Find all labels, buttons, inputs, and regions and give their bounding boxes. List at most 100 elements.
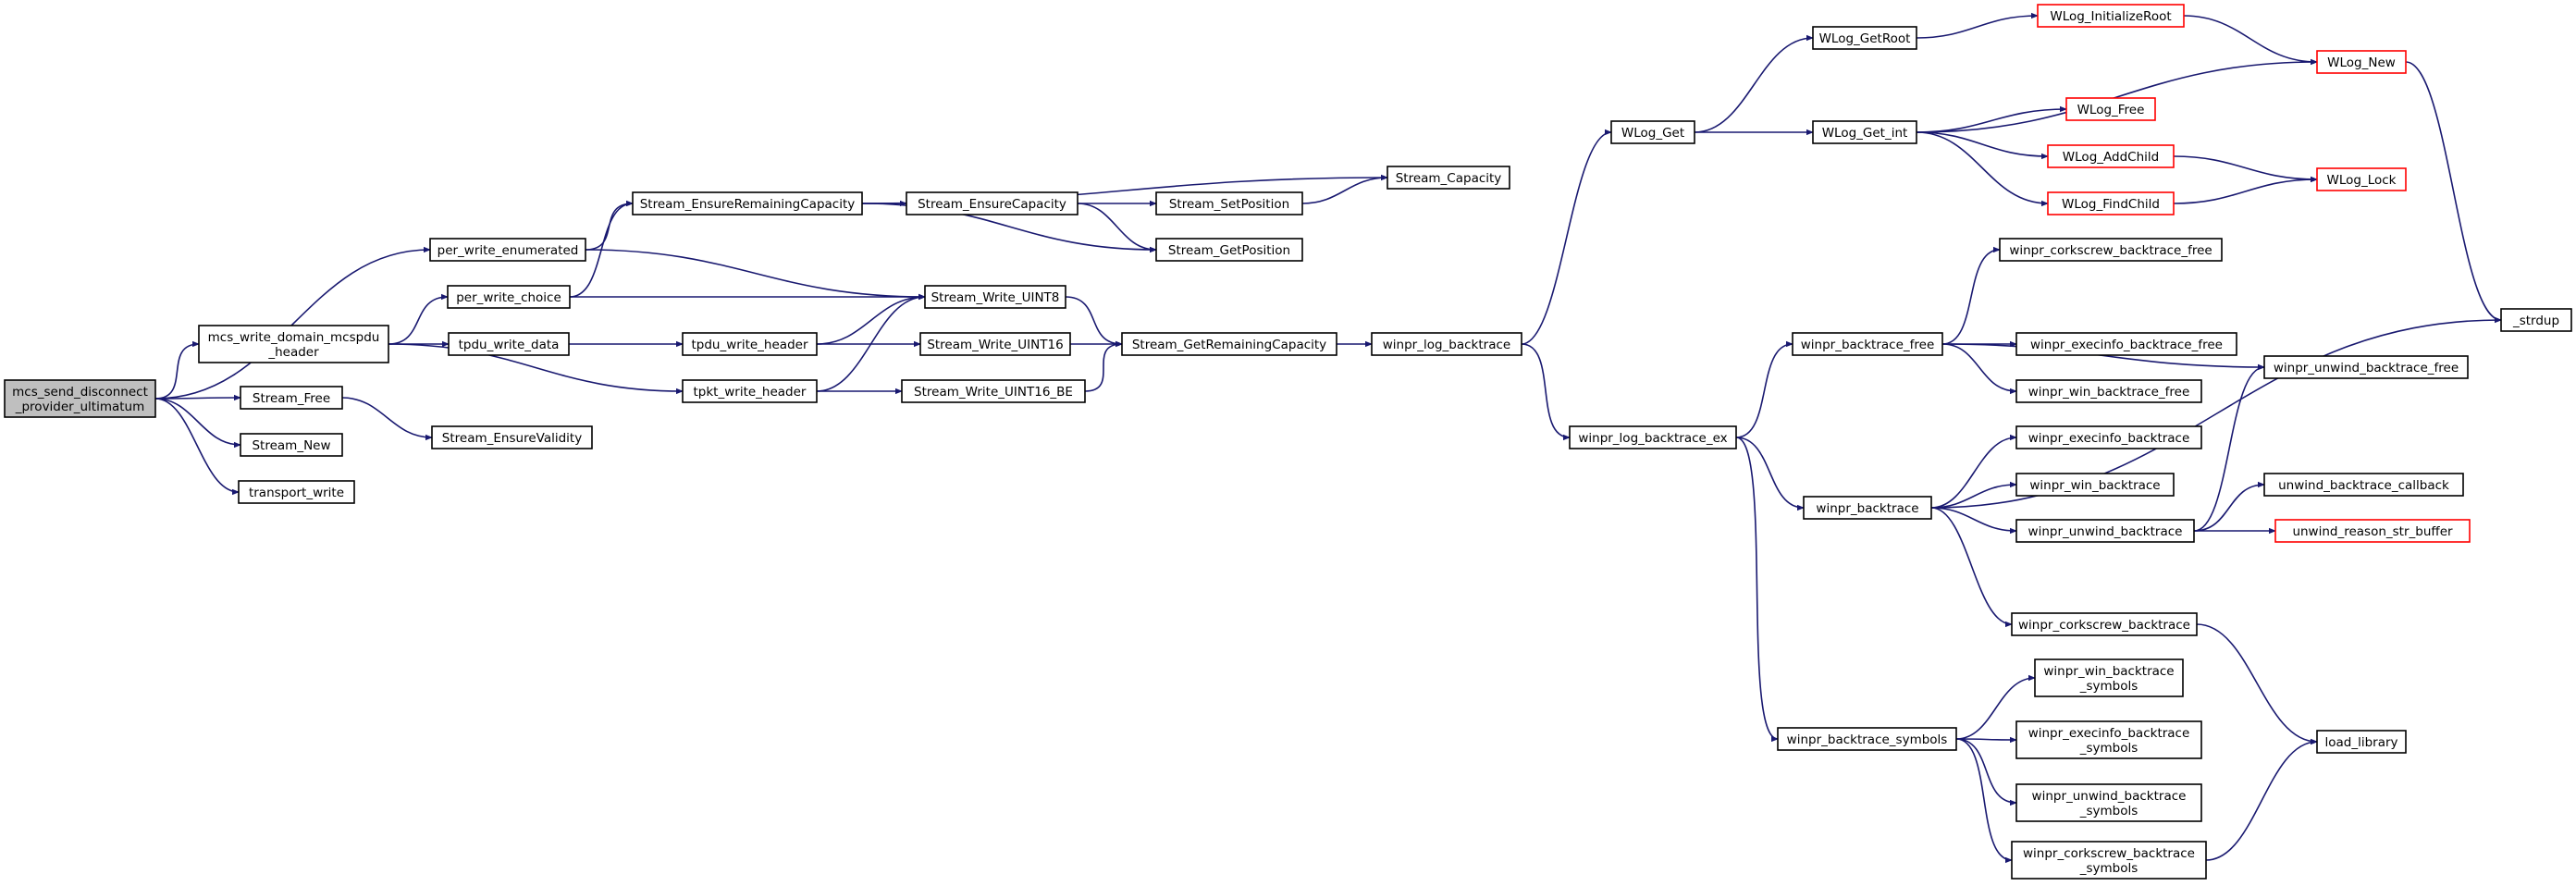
node-unwind-bt-free[interactable]: winpr_unwind_backtrace_free: [2263, 355, 2469, 379]
edge-winpr-backtrace-to-cork-bt: [1930, 507, 2013, 624]
node-wlog-free[interactable]: WLog_Free: [2065, 97, 2156, 121]
node-label: winpr_backtrace_free: [1801, 338, 1935, 352]
node-cork-bt[interactable]: winpr_corkscrew_backtrace: [2011, 612, 2198, 636]
node-box: [2034, 658, 2184, 697]
node-box: [632, 191, 863, 215]
node-label: winpr_execinfo_backtrace: [2028, 431, 2190, 446]
edge-winpr-log-backtrace-ex-to-winpr-backtrace-free: [1735, 344, 1793, 438]
node-winpr-backtrace[interactable]: winpr_backtrace: [1803, 496, 1932, 520]
edge-stream-set-position-to-stream-capacity: [1301, 178, 1387, 204]
edge-mcs-send-to-stream-free: [154, 398, 240, 399]
node-box: [1999, 238, 2223, 262]
node-tpdu-write-header[interactable]: tpdu_write_header: [682, 332, 818, 356]
edge-path: [1916, 109, 2066, 133]
edge-path: [1941, 343, 2016, 391]
node-label: winpr_win_backtrace_free: [2028, 385, 2190, 400]
node-wlog-initroot[interactable]: WLog_InitializeRoot: [2037, 4, 2185, 28]
node-box: [2011, 612, 2198, 636]
node-execinfo-bt[interactable]: winpr_execinfo_backtrace: [2015, 425, 2202, 449]
edge-path: [2183, 15, 2317, 62]
node-wlog-get-int[interactable]: WLog_Get_int: [1812, 120, 1917, 144]
node-tpdu-write-data[interactable]: tpdu_write_data: [448, 332, 570, 356]
edge-winpr-backtrace-symbols-to-execinfo-bt-sym: [1955, 739, 2016, 740]
node-wlog-addchild[interactable]: WLog_AddChild: [2047, 144, 2175, 168]
node-unwind-reason[interactable]: unwind_reason_str_buffer: [2274, 519, 2471, 543]
node-stream-capacity[interactable]: Stream_Capacity: [1387, 166, 1510, 190]
node-strdup[interactable]: _strdup: [2500, 308, 2572, 332]
node-mcs-write-domain[interactable]: mcs_write_domain_mcspdu_header: [198, 325, 389, 363]
node-stream-write-uint16-be[interactable]: Stream_Write_UINT16_BE: [901, 379, 1086, 403]
edge-path: [1930, 437, 2016, 509]
node-label: per_write_choice: [456, 290, 561, 305]
node-win-bt-free[interactable]: winpr_win_backtrace_free: [2015, 379, 2202, 403]
node-cork-bt-free[interactable]: winpr_corkscrew_backtrace_free: [1999, 238, 2223, 262]
node-box: [1121, 332, 1337, 356]
node-box: [1569, 425, 1737, 449]
node-win-bt[interactable]: winpr_win_backtrace: [2015, 473, 2175, 497]
node-stream-get-remaining[interactable]: Stream_GetRemainingCapacity: [1121, 332, 1337, 356]
node-unwind-bt[interactable]: winpr_unwind_backtrace: [2015, 519, 2195, 543]
node-box: [2015, 473, 2175, 497]
node-winpr-log-backtrace[interactable]: winpr_log_backtrace: [1371, 332, 1522, 356]
edge-unwind-bt-to-unwind-cb: [2193, 485, 2264, 532]
edge-path: [1930, 320, 2501, 509]
node-execinfo-bt-sym[interactable]: winpr_execinfo_backtrace_symbols: [2015, 720, 2202, 759]
edge-path: [154, 250, 430, 400]
node-box: [2316, 730, 2407, 754]
node-winpr-log-backtrace-ex[interactable]: winpr_log_backtrace_ex: [1569, 425, 1737, 449]
node-wlog-findchild[interactable]: WLog_FindChild: [2047, 191, 2175, 215]
node-stream-write-uint8[interactable]: Stream_Write_UINT8: [924, 285, 1066, 309]
edge-winpr-backtrace-free-to-cork-bt-free: [1941, 250, 2001, 345]
node-label: WLog_GetRoot: [1819, 31, 1911, 46]
edge-path: [2173, 155, 2317, 179]
edge-path: [388, 297, 448, 345]
node-tpkt-write-header[interactable]: tpkt_write_header: [682, 379, 818, 403]
edge-mcs-write-domain-to-tpkt-write-header: [388, 343, 683, 391]
edge-wlog-get-int-to-wlog-addchild: [1916, 131, 2048, 156]
node-wlog-lock[interactable]: WLog_Lock: [2316, 167, 2407, 191]
node-label: WLog_New: [2327, 55, 2396, 70]
node-label: winpr_log_backtrace_ex: [1578, 431, 1727, 446]
node-label: winpr_backtrace_symbols: [1787, 732, 1948, 747]
node-label: winpr_corkscrew_backtrace: [2018, 618, 2190, 633]
edge-path: [816, 297, 925, 345]
node-wlog-getroot[interactable]: WLog_GetRoot: [1812, 26, 1917, 50]
node-label: mcs_send_disconnect: [12, 385, 148, 400]
edge-path: [1521, 132, 1612, 345]
edge-cork-bt-to-load-library: [2196, 623, 2317, 742]
node-label: _header: [267, 345, 319, 360]
edge-path: [388, 343, 683, 391]
node-stream-get-position[interactable]: Stream_GetPosition: [1155, 238, 1303, 262]
node-unwind-bt-sym[interactable]: winpr_unwind_backtrace_symbols: [2015, 783, 2202, 822]
node-load-library[interactable]: load_library: [2316, 730, 2407, 754]
node-wlog-new[interactable]: WLog_New: [2316, 50, 2407, 74]
node-unwind-cb[interactable]: unwind_backtrace_callback: [2263, 473, 2464, 497]
node-execinfo-bt-free[interactable]: winpr_execinfo_backtrace_free: [2015, 332, 2237, 356]
node-per-write-enumerated[interactable]: per_write_enumerated: [429, 238, 586, 262]
node-box: [901, 379, 1086, 403]
node-per-write-choice[interactable]: per_write_choice: [447, 285, 571, 309]
edge-wlog-getroot-to-wlog-initroot: [1916, 16, 2038, 39]
node-stream-ensure-capacity[interactable]: Stream_EnsureCapacity: [906, 191, 1078, 215]
node-box: [238, 480, 355, 504]
node-label: winpr_unwind_backtrace: [2028, 524, 2183, 539]
node-stream-ensure-remaining[interactable]: Stream_EnsureRemainingCapacity: [632, 191, 863, 215]
node-label: WLog_InitializeRoot: [2050, 9, 2171, 24]
node-transport-write[interactable]: transport_write: [238, 480, 355, 504]
node-cork-bt-sym[interactable]: winpr_corkscrew_backtrace_symbols: [2011, 841, 2207, 880]
node-stream-set-position[interactable]: Stream_SetPosition: [1155, 191, 1303, 215]
node-box: [1155, 238, 1303, 262]
edge-path: [1955, 738, 2013, 860]
node-winpr-backtrace-symbols[interactable]: winpr_backtrace_symbols: [1777, 727, 1957, 751]
node-mcs-send[interactable]: mcs_send_disconnect_provider_ultimatum: [4, 379, 156, 418]
node-win-bt-sym[interactable]: winpr_win_backtrace_symbols: [2034, 658, 2184, 697]
node-stream-new[interactable]: Stream_New: [240, 433, 343, 457]
node-stream-free[interactable]: Stream_Free: [240, 386, 343, 410]
edge-path: [1955, 678, 2035, 740]
node-winpr-backtrace-free[interactable]: winpr_backtrace_free: [1792, 332, 1943, 356]
node-stream-ensure-validity[interactable]: Stream_EnsureValidity: [431, 425, 593, 449]
node-stream-write-uint16[interactable]: Stream_Write_UINT16: [919, 332, 1071, 356]
node-label: winpr_execinfo_backtrace_free: [2030, 338, 2223, 352]
edge-path: [1084, 344, 1122, 392]
node-wlog-get[interactable]: WLog_Get: [1610, 120, 1695, 144]
